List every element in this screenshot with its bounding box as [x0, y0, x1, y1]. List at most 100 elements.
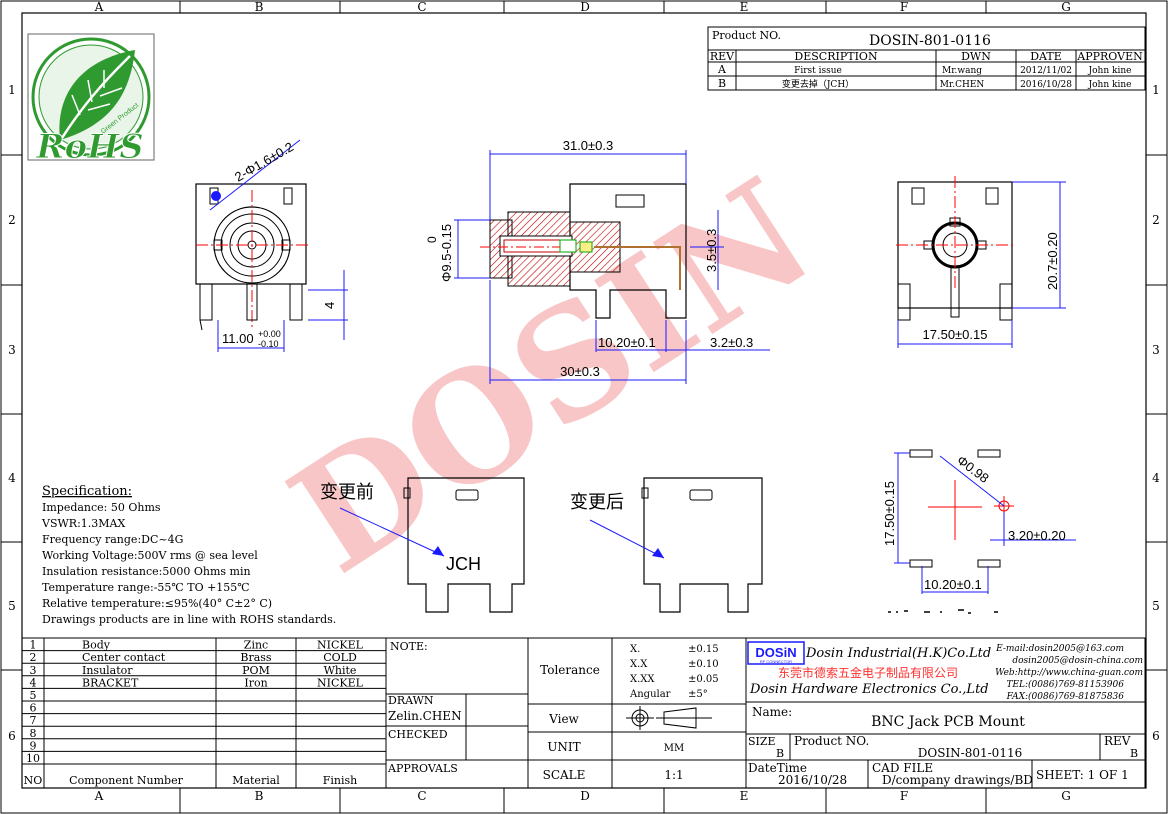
svg-text:7: 7	[30, 714, 37, 727]
grid-row-label: 4	[8, 471, 16, 485]
dim-hole-dia: 2-Φ1.6±0.2	[232, 139, 296, 185]
grid-row-label: 2	[8, 213, 16, 227]
svg-text:Material: Material	[232, 774, 280, 787]
svg-text:John kine: John kine	[1088, 66, 1132, 76]
company-name-en: Dosin Industrial(H.K)Co.Ltd	[805, 646, 991, 661]
dim-dia-zero: 0	[425, 236, 439, 243]
grid-col-label: A	[94, 789, 104, 803]
svg-text:B: B	[718, 77, 726, 90]
tolerance-block: Tolerance X. ±0.15 X.X ±0.10 X.XX ±0.05 …	[527, 637, 747, 789]
dim-pcb-320: 3.20±0.20	[1008, 528, 1066, 543]
tb-product-no: DOSIN-801-0116	[918, 746, 1022, 760]
grid-col-label: D	[580, 0, 590, 14]
grid-col-label: G	[1061, 0, 1071, 14]
tolerance-row: X. ±0.15	[630, 644, 719, 655]
grid-col-label: C	[417, 0, 426, 14]
rev-col-approven: APPROVEN	[1076, 50, 1143, 63]
name-label: Name:	[752, 705, 792, 719]
dim-pitch-1020: 10.20±0.1	[598, 335, 656, 350]
spec-line: Insulation resistance:5000 Ohms min	[42, 565, 251, 578]
svg-text:1: 1	[30, 639, 37, 652]
svg-text:Finish: Finish	[323, 774, 357, 787]
rev-label: REV	[1104, 734, 1131, 748]
svg-text:5: 5	[30, 689, 37, 702]
rohs-logo: Green Product RoHS	[27, 33, 155, 168]
svg-text:NO: NO	[24, 774, 43, 787]
approvals-label: APPROVALS	[387, 762, 458, 775]
svg-text:POM: POM	[242, 664, 270, 677]
view-label: View	[548, 712, 579, 726]
svg-text:Insulator: Insulator	[82, 664, 133, 677]
grid-col-label: A	[94, 0, 104, 14]
svg-text:COLD: COLD	[323, 651, 357, 664]
dim-tol-plus: +0.00	[258, 329, 281, 339]
svg-text:Zinc: Zinc	[244, 639, 268, 652]
change-before-view: 变更前 JCH	[320, 477, 525, 613]
rev-row: A First issue Mr.wang 2012/11/02 John ki…	[717, 63, 1131, 76]
svg-text:A: A	[717, 63, 727, 76]
size-label: SIZE	[748, 735, 776, 748]
dim-length-30: 30±0.3	[560, 364, 600, 379]
bom-header: NO Component Number Material Finish	[24, 774, 358, 787]
svg-text:White: White	[324, 664, 357, 677]
leaf-icon	[59, 50, 135, 140]
dim-length-31: 31.0±0.3	[563, 138, 614, 153]
grid-col-label: G	[1061, 789, 1071, 803]
front-view: 2-Φ1.6±0.2 11.00 +0.00 -0.10 4	[195, 139, 348, 352]
specification-block: Specification: Impedance: 50 Ohms VSWR:1…	[41, 484, 336, 626]
company-logo-text: DOSiN	[755, 645, 796, 660]
company-email-1: E-mail:dosin2005@163.com	[995, 644, 1124, 654]
tolerance-row: Angular ±5°	[629, 689, 708, 700]
checked-label: CHECKED	[388, 728, 448, 741]
grid-col-label: D	[580, 789, 590, 803]
svg-text:8: 8	[30, 727, 37, 740]
grid-row-label: 5	[8, 599, 16, 613]
svg-text:3: 3	[30, 664, 37, 677]
dim-pcb-1750: 17.50±0.15	[882, 481, 897, 546]
svg-text:Angular: Angular	[629, 689, 671, 700]
scale-label: SCALE	[543, 768, 586, 782]
svg-text:Mr.wang: Mr.wang	[942, 66, 982, 76]
svg-text:First issue: First issue	[794, 66, 842, 76]
drawn-label: DRAWN	[388, 694, 434, 707]
part-name: BNC Jack PCB Mount	[871, 714, 1025, 730]
revision-header: Product NO. DOSIN-801-0116 REV DESCRIPTI…	[707, 26, 1146, 91]
bom-row: 5	[30, 689, 37, 702]
drawn-by: Zelin.CHEN	[388, 709, 462, 723]
tb-product-no-label: Product NO.	[794, 734, 869, 748]
pcb-footprint: Φ0.98 17.50±0.15 3.20±0.20 10.20±0.1	[882, 449, 1076, 614]
dim-height-207: 20.7±0.20	[1045, 232, 1060, 290]
svg-text:Brass: Brass	[240, 651, 272, 664]
sheet-count: SHEET: 1 OF 1	[1036, 768, 1129, 782]
svg-text:±0.10: ±0.10	[688, 659, 719, 670]
svg-text:Center contact: Center contact	[82, 651, 166, 664]
rev-col-rev: REV	[710, 50, 735, 63]
size-value: B	[776, 747, 784, 760]
scale-value: 1:1	[664, 768, 683, 782]
bom-row: 8	[30, 727, 37, 740]
cad-file-value: D/company drawings/BD	[882, 773, 1033, 787]
rev-value: B	[1130, 747, 1138, 760]
spec-line: Working Voltage:500V rms @ sea level	[42, 549, 258, 562]
svg-text:2: 2	[30, 651, 37, 664]
change-after-view: 变更后	[570, 477, 763, 613]
bom-row: 9	[30, 739, 37, 752]
svg-text:4: 4	[30, 676, 37, 689]
svg-text:9: 9	[30, 739, 37, 752]
company-logo-sub: RF CONNECTOR	[760, 659, 792, 664]
company-tel: TEL:(0086)769-81153906	[1006, 679, 1124, 690]
svg-text:Component Number: Component Number	[69, 774, 183, 787]
svg-text:Mr.CHEN: Mr.CHEN	[940, 80, 985, 90]
product-no-header: DOSIN-801-0116	[869, 33, 991, 49]
datetime-value: 2016/10/28	[778, 773, 847, 787]
spec-line: VSWR:1.3MAX	[41, 517, 125, 530]
dim-pin-4: 4	[322, 302, 337, 309]
dim-pcb-1020: 10.20±0.1	[924, 577, 982, 592]
svg-text:2012/11/02: 2012/11/02	[1020, 66, 1072, 76]
note-label: NOTE:	[390, 640, 428, 653]
svg-text:NICKEL: NICKEL	[317, 676, 364, 689]
svg-text:X.X: X.X	[630, 659, 648, 670]
unit-value: MM	[664, 743, 684, 754]
